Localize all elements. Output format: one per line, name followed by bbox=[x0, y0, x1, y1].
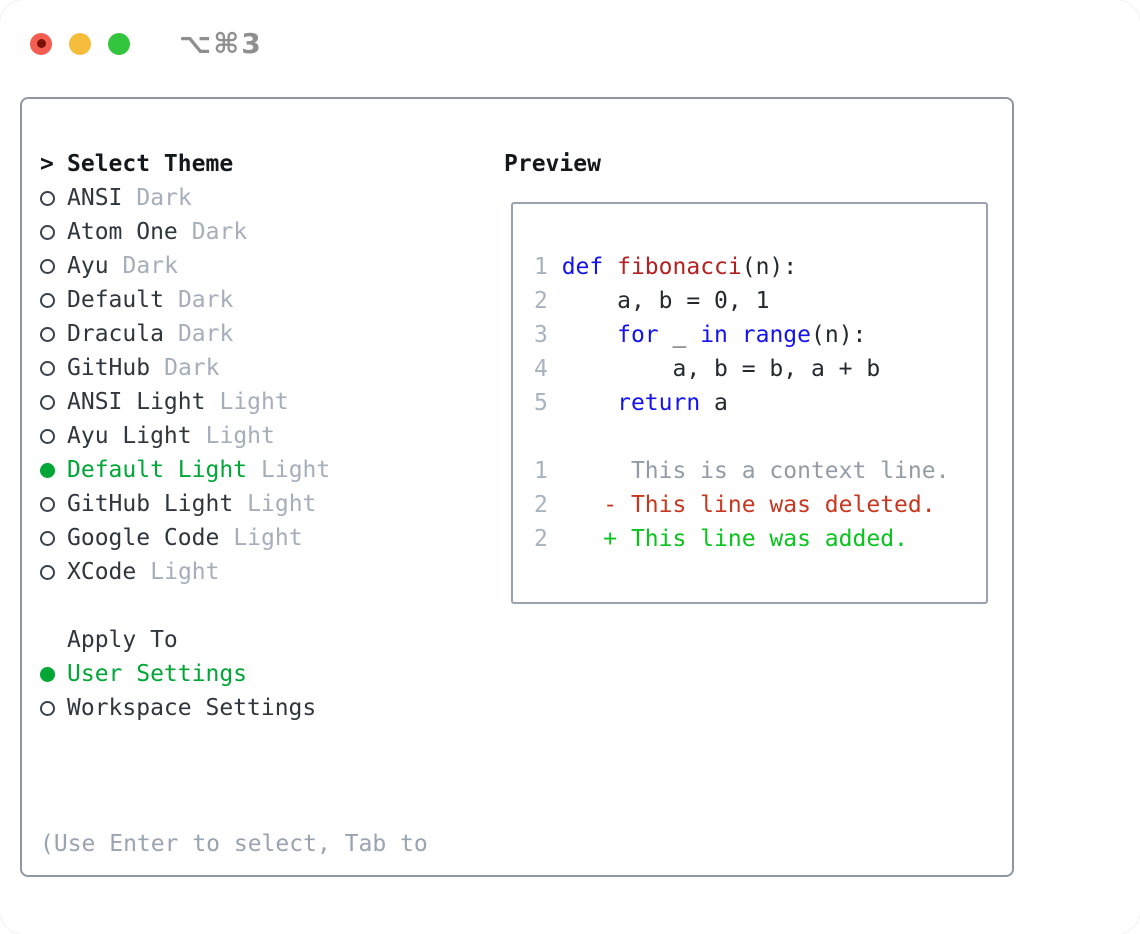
apply-option-user-settings[interactable]: User Settings bbox=[40, 657, 428, 691]
window-title-shortcut: ⌥⌘3 bbox=[179, 27, 263, 60]
theme-option-github-light[interactable]: GitHub Light Light bbox=[40, 487, 428, 521]
radio-icon bbox=[40, 258, 67, 274]
option-label: Ayu Light bbox=[67, 423, 192, 449]
apply-option-workspace-settings[interactable]: Workspace Settings bbox=[40, 691, 428, 725]
variant-label: Light bbox=[150, 559, 220, 585]
preview-title: Preview bbox=[504, 151, 601, 177]
theme-option-default[interactable]: Default Dark bbox=[40, 283, 428, 317]
section-gap bbox=[40, 589, 428, 623]
radio-icon bbox=[40, 530, 67, 546]
keyboard-hint: (Use Enter to select, Tab to change focu… bbox=[40, 759, 428, 934]
option-label: XCode bbox=[67, 559, 137, 585]
option-label: Google Code bbox=[67, 525, 220, 551]
blank-line bbox=[534, 420, 986, 454]
code-line-1: 1 def fibonacci(n): bbox=[534, 254, 798, 280]
diff-deleted-line: 2 - This line was deleted. bbox=[534, 492, 936, 518]
option-label: User Settings bbox=[67, 661, 248, 687]
radio-icon bbox=[40, 394, 67, 410]
radio-selected-icon bbox=[40, 666, 67, 682]
radio-icon bbox=[40, 496, 67, 512]
select-theme-header: > Select Theme bbox=[40, 147, 428, 181]
title-bar: ⌥⌘3 bbox=[30, 27, 263, 60]
apply-to-title: Apply To bbox=[67, 627, 178, 653]
theme-option-dracula[interactable]: Dracula Dark bbox=[40, 317, 428, 351]
variant-label: Dark bbox=[164, 355, 220, 381]
code-line-4: 4 a, b = b, a + b bbox=[534, 356, 881, 382]
option-label: ANSI Light bbox=[67, 389, 206, 415]
minimize-button[interactable] bbox=[69, 32, 91, 55]
radio-icon bbox=[40, 224, 67, 240]
radio-icon bbox=[40, 326, 67, 342]
theme-option-ayu[interactable]: Ayu Dark bbox=[40, 249, 428, 283]
hint-line-2: change focus) bbox=[40, 929, 428, 934]
radio-icon bbox=[40, 360, 67, 376]
radio-icon bbox=[40, 292, 67, 308]
radio-icon bbox=[40, 700, 67, 716]
code-line-2: 2 a, b = 0, 1 bbox=[534, 288, 770, 314]
apply-to-header: Apply To bbox=[40, 623, 428, 657]
variant-label: Dark bbox=[122, 253, 178, 279]
prompt-marker-icon: > bbox=[40, 151, 54, 177]
option-label: Ayu bbox=[67, 253, 109, 279]
code-line-5: 5 return a bbox=[534, 390, 728, 416]
option-label: Workspace Settings bbox=[67, 695, 317, 721]
theme-option-ansi-light[interactable]: ANSI Light Light bbox=[40, 385, 428, 419]
option-label: Default Light bbox=[67, 457, 248, 483]
variant-label: Dark bbox=[191, 219, 248, 245]
preview-lines: 1 def fibonacci(n): 2 a, b = 0, 1 3 for _ … bbox=[534, 250, 986, 556]
close-modified-dot-icon bbox=[36, 39, 46, 48]
variant-label: Dark bbox=[177, 287, 234, 313]
radio-selected-icon bbox=[40, 462, 67, 478]
option-label: GitHub bbox=[67, 355, 151, 381]
theme-option-ansi[interactable]: ANSI Dark bbox=[40, 181, 428, 215]
option-label: Atom One bbox=[67, 219, 178, 245]
theme-option-default-light[interactable]: Default Light Light bbox=[40, 453, 428, 487]
option-label: GitHub Light bbox=[67, 491, 234, 517]
option-label: ANSI bbox=[67, 185, 123, 211]
variant-label: Light bbox=[247, 491, 317, 517]
preview-code-box: 1 def fibonacci(n): 2 a, b = 0, 1 3 for _ … bbox=[511, 202, 988, 604]
theme-option-github[interactable]: GitHub Dark bbox=[40, 351, 428, 385]
diff-context-line: 1 This is a context line. bbox=[534, 458, 950, 484]
variant-label: Dark bbox=[177, 321, 234, 347]
theme-option-atom-one[interactable]: Atom One Dark bbox=[40, 215, 428, 249]
variant-label: Light bbox=[233, 525, 303, 551]
select-theme-title: Select Theme bbox=[67, 151, 234, 177]
zoom-button[interactable] bbox=[108, 32, 130, 55]
radio-icon bbox=[40, 428, 67, 444]
theme-option-ayu-light[interactable]: Ayu Light Light bbox=[40, 419, 428, 453]
option-label: Dracula bbox=[67, 321, 164, 347]
hint-line-1: (Use Enter to select, Tab to bbox=[40, 831, 428, 857]
theme-option-google-code[interactable]: Google Code Light bbox=[40, 521, 428, 555]
variant-label: Light bbox=[219, 389, 289, 415]
radio-icon bbox=[40, 564, 67, 580]
radio-icon bbox=[40, 190, 67, 206]
option-label: Default bbox=[67, 287, 164, 313]
theme-option-xcode[interactable]: XCode Light bbox=[40, 555, 428, 589]
variant-label: Light bbox=[261, 457, 331, 483]
variant-label: Light bbox=[205, 423, 275, 449]
code-line-3: 3 for _ in range(n): bbox=[534, 322, 867, 348]
close-button[interactable] bbox=[30, 32, 52, 55]
diff-added-line: 2 + This line was added. bbox=[534, 526, 908, 552]
variant-label: Dark bbox=[136, 185, 192, 211]
